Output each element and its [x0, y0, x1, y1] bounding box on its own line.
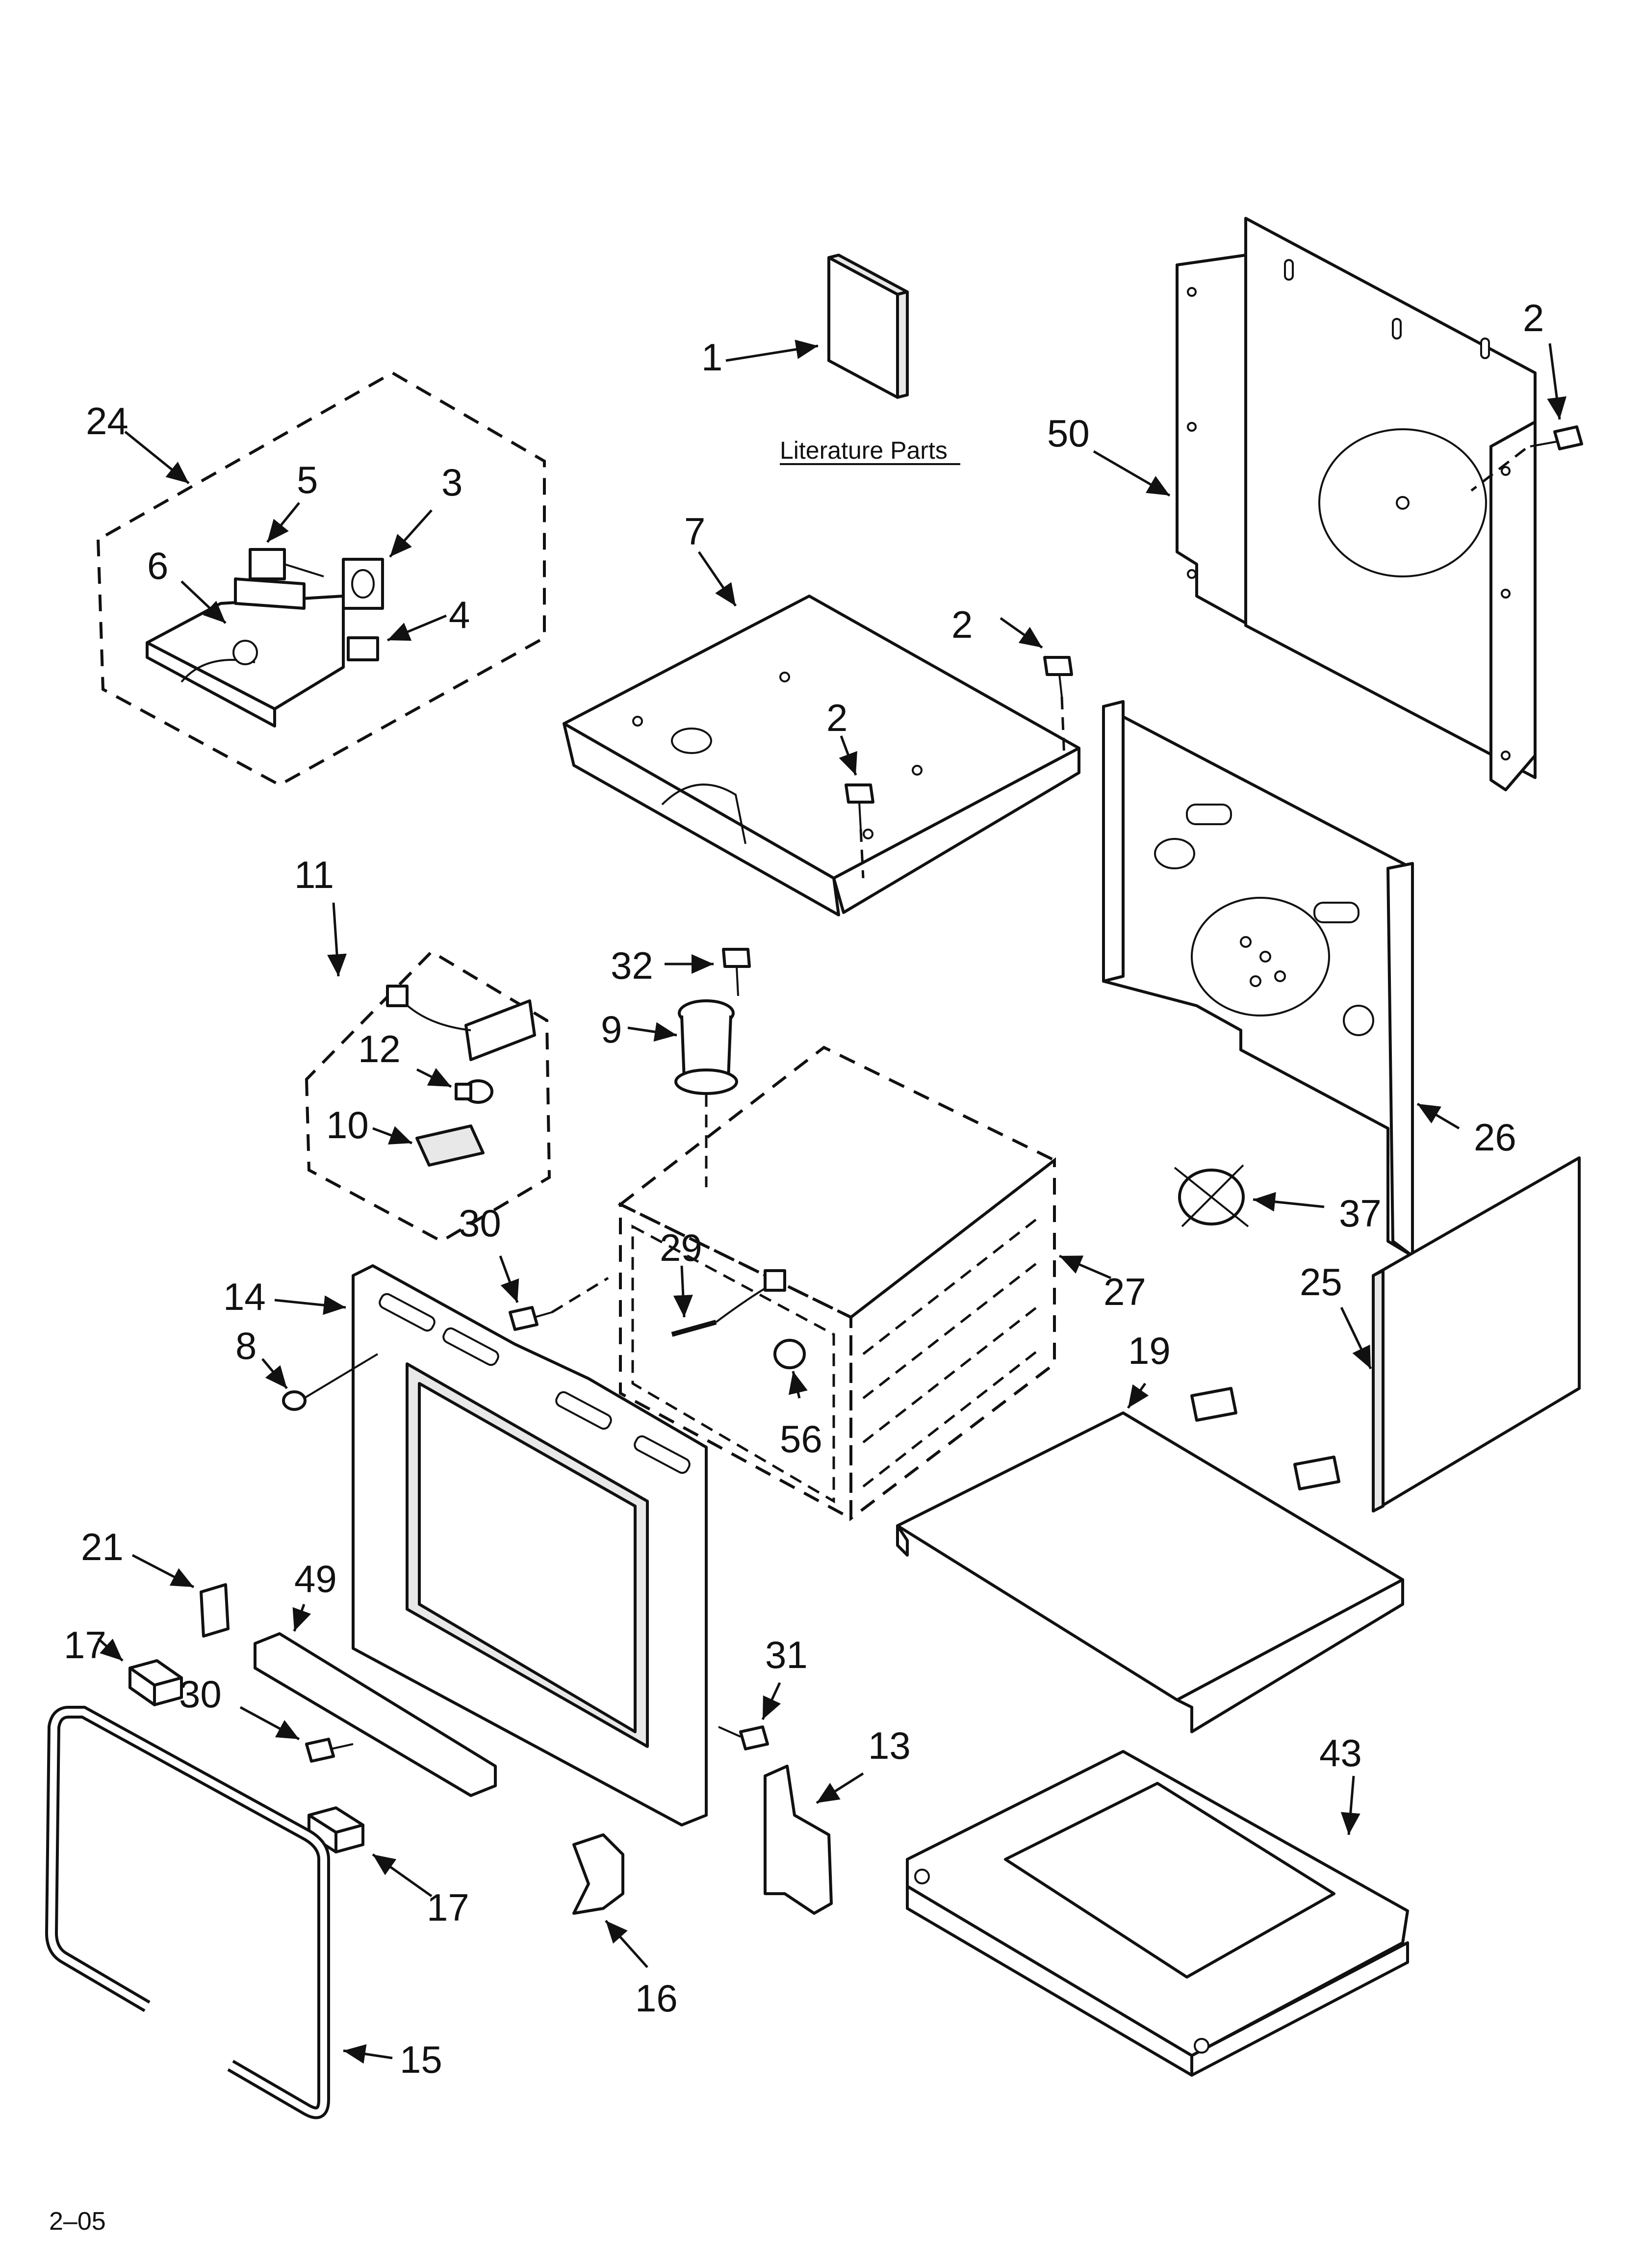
- switch-part-5: [249, 548, 324, 580]
- connector-part-4: [347, 636, 379, 661]
- screw: [1530, 425, 1583, 450]
- callout-31: 31: [765, 1633, 808, 1676]
- callout-11: 11: [294, 853, 334, 896]
- light-assembly-outline: [305, 950, 551, 1243]
- light-bulb: [455, 1079, 493, 1104]
- spacer-block: [128, 1659, 183, 1706]
- callout-2-top-center: 2: [826, 696, 847, 739]
- convection-fan: [1174, 1164, 1249, 1227]
- callout-27: 27: [1103, 1270, 1146, 1313]
- callout-56: 56: [780, 1417, 822, 1460]
- callout-2-top-right: 2: [951, 603, 973, 646]
- callout-37: 37: [1339, 1192, 1382, 1235]
- callout-14: 14: [223, 1275, 266, 1318]
- callout-16: 16: [635, 1977, 678, 2020]
- literature-booklet: [827, 254, 909, 399]
- screw: [509, 1306, 552, 1331]
- screw: [718, 1725, 769, 1750]
- control-bracket: [146, 577, 345, 728]
- front-frame: [352, 1264, 708, 1826]
- callout-4: 4: [449, 593, 470, 636]
- screw: [722, 948, 751, 996]
- oven-temp-sensor: [671, 1269, 786, 1337]
- callout-49: 49: [294, 1557, 337, 1600]
- callout-26: 26: [1474, 1116, 1516, 1159]
- callout-32: 32: [611, 944, 653, 987]
- door-gasket: [45, 1706, 330, 2119]
- bottom-tray: [906, 1750, 1409, 2077]
- callout-9: 9: [601, 1008, 622, 1051]
- callout-3: 3: [441, 461, 462, 504]
- screw: [305, 1738, 354, 1763]
- callout-30-lower: 30: [179, 1672, 222, 1716]
- callout-13: 13: [868, 1724, 911, 1767]
- inner-back-panel: [1102, 700, 1414, 1257]
- callout-12: 12: [358, 1027, 401, 1070]
- bracket-16: [572, 1833, 624, 1915]
- callout-29: 29: [660, 1226, 702, 1269]
- literature-parts-label: Literature Parts: [780, 437, 948, 464]
- door-pin-8: [282, 1353, 379, 1411]
- vent-tube: [674, 999, 738, 1095]
- callout-50: 50: [1047, 412, 1090, 455]
- side-panel: [1372, 1156, 1581, 1512]
- callout-25: 25: [1300, 1260, 1342, 1303]
- callout-6: 6: [147, 544, 168, 587]
- callout-8: 8: [235, 1324, 257, 1367]
- light-socket: [386, 985, 536, 1061]
- callout-10: 10: [326, 1103, 369, 1147]
- bracket-21: [200, 1583, 230, 1638]
- callout-24: 24: [86, 399, 128, 443]
- top-panel: [563, 595, 1080, 916]
- callout-7: 7: [684, 510, 705, 553]
- spacer-block: [308, 1806, 364, 1853]
- callout-19: 19: [1128, 1329, 1171, 1372]
- callout-21: 21: [81, 1525, 124, 1568]
- rear-panel: [1176, 217, 1537, 791]
- callout-17-upper: 17: [64, 1623, 106, 1667]
- solenoid-part-3: [342, 558, 384, 610]
- control-assembly-outline: [96, 371, 546, 787]
- callout-17-lower: 17: [427, 1886, 469, 1929]
- callout-2-rear: 2: [1523, 296, 1544, 339]
- callout-5: 5: [297, 458, 318, 501]
- bottom-panel: [896, 1387, 1404, 1733]
- footer-code: 2–05: [49, 2207, 106, 2236]
- callout-1: 1: [701, 336, 722, 379]
- callout-15: 15: [400, 2038, 442, 2081]
- screw: [845, 783, 874, 830]
- light-cover-56: [773, 1339, 806, 1369]
- screw: [1043, 656, 1073, 697]
- hinge-bracket-13: [764, 1765, 833, 1915]
- callout-43: 43: [1319, 1731, 1362, 1774]
- oven-cavity: [617, 1045, 1057, 1522]
- callout-30-upper: 30: [459, 1201, 501, 1245]
- light-lens: [415, 1124, 485, 1167]
- front-trim-49: [254, 1632, 497, 1797]
